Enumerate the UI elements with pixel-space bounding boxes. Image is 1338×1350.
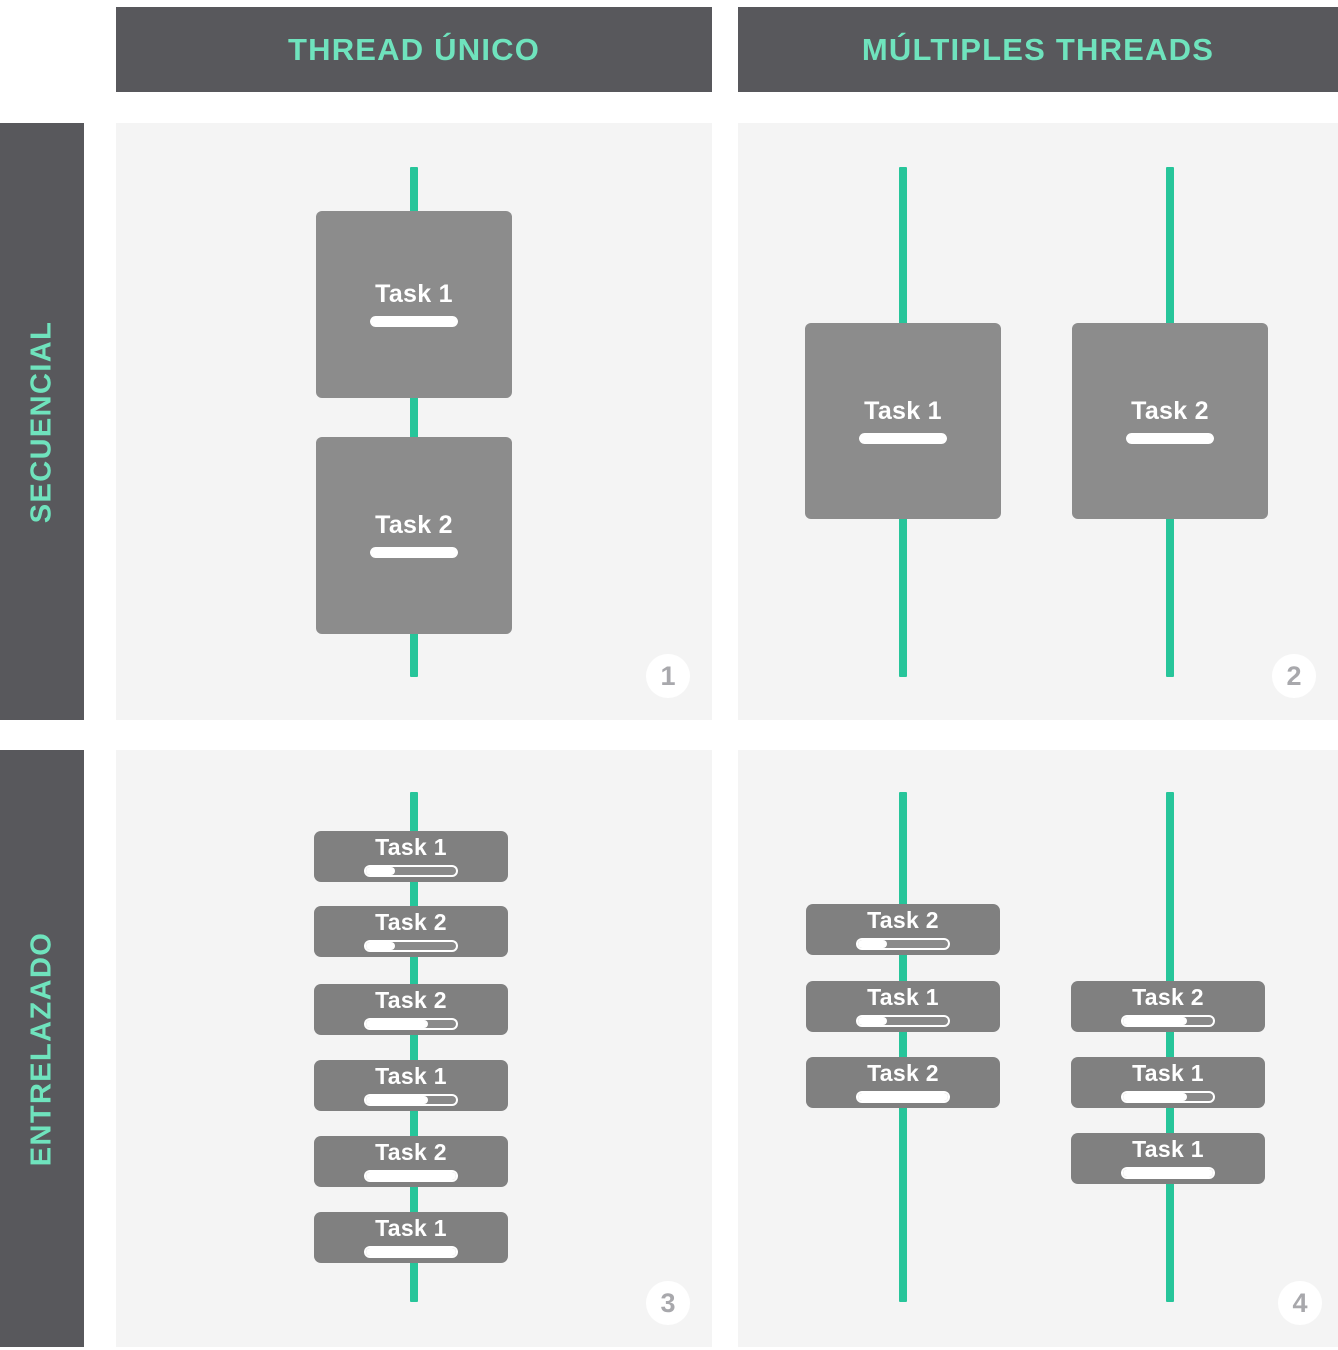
task-progress-bar	[364, 1018, 458, 1030]
task-label: Task 2	[375, 909, 447, 935]
task-progress-fill	[1123, 1017, 1187, 1025]
task-progress-bar	[364, 1170, 458, 1182]
thread-line	[410, 167, 418, 677]
task-progress-bar	[856, 938, 950, 950]
task-progress-fill	[1123, 1169, 1213, 1177]
task-progress-fill	[366, 1096, 428, 1104]
task-label: Task 2	[375, 1139, 447, 1165]
task-label: Task 2	[867, 1060, 939, 1086]
row-header-entrelazado: ENTRELAZADO	[0, 750, 84, 1347]
quadrant-panel-4: 4	[738, 750, 1338, 1347]
task-card: Task 1	[314, 1060, 508, 1111]
task-progress-fill	[366, 1020, 428, 1028]
task-box: Task 2	[316, 437, 512, 634]
row-header-secuencial: SECUENCIAL	[0, 123, 84, 720]
task-label: Task 1	[375, 1215, 447, 1241]
task-card: Task 2	[314, 1136, 508, 1187]
task-progress-bar	[856, 1015, 950, 1027]
task-label: Task 2	[867, 907, 939, 933]
column-header-thread-unico: THREAD ÚNICO	[116, 7, 712, 92]
task-box: Task 1	[316, 211, 512, 398]
task-progress-fill	[366, 867, 395, 875]
task-progress-track	[858, 1017, 948, 1025]
task-progress-bar	[364, 940, 458, 952]
task-label: Task 2	[1132, 984, 1204, 1010]
task-progress-fill	[370, 547, 458, 558]
task-box: Task 2	[1072, 323, 1268, 519]
task-label: Task 1	[375, 1063, 447, 1089]
task-card: Task 2	[1071, 981, 1265, 1032]
task-card: Task 2	[314, 984, 508, 1035]
task-progress-bar	[364, 865, 458, 877]
row-header-label: SECUENCIAL	[25, 320, 58, 523]
task-progress-fill	[366, 1172, 456, 1180]
task-label: Task 1	[864, 396, 942, 425]
task-progress-bar	[1121, 1091, 1215, 1103]
thread-line	[899, 792, 907, 1302]
task-progress-fill	[1126, 432, 1214, 444]
task-progress-bar	[370, 547, 458, 558]
quadrant-number-badge: 2	[1272, 654, 1316, 698]
thread-line	[1166, 792, 1174, 1302]
task-progress-fill	[858, 1017, 887, 1025]
thread-line	[410, 792, 418, 1302]
task-progress-bar	[859, 432, 947, 444]
task-label: Task 1	[375, 834, 447, 860]
task-progress-fill	[366, 1248, 456, 1256]
quadrant-number-badge: 1	[646, 654, 690, 698]
task-card: Task 1	[1071, 1133, 1265, 1184]
task-progress-fill	[366, 942, 395, 950]
quadrant-number-badge: 4	[1278, 1281, 1322, 1325]
column-header-multiples-threads: MÚLTIPLES THREADS	[738, 7, 1338, 92]
task-progress-fill	[858, 940, 887, 948]
task-card: Task 2	[806, 1057, 1000, 1108]
task-progress-fill	[1123, 1093, 1187, 1101]
task-progress-track	[858, 940, 948, 948]
task-progress-bar	[1126, 432, 1214, 444]
task-card: Task 1	[806, 981, 1000, 1032]
quadrant-number-badge: 3	[646, 1281, 690, 1325]
task-box: Task 1	[805, 323, 1001, 519]
task-progress-bar	[1121, 1015, 1215, 1027]
task-label: Task 2	[375, 511, 453, 539]
column-header-label: MÚLTIPLES THREADS	[861, 31, 1215, 67]
task-label: Task 1	[867, 984, 939, 1010]
task-progress-fill	[858, 1093, 948, 1101]
task-card: Task 1	[1071, 1057, 1265, 1108]
task-progress-bar	[364, 1246, 458, 1258]
task-card: Task 1	[314, 831, 508, 882]
task-card: Task 2	[314, 906, 508, 957]
task-progress-bar	[364, 1094, 458, 1106]
task-progress-track	[366, 942, 456, 950]
task-progress-fill	[370, 316, 458, 327]
task-card: Task 2	[806, 904, 1000, 955]
row-header-label: ENTRELAZADO	[25, 931, 58, 1166]
task-label: Task 1	[375, 280, 453, 308]
task-progress-bar	[856, 1091, 950, 1103]
task-label: Task 1	[1132, 1136, 1204, 1162]
task-progress-track	[366, 867, 456, 875]
task-progress-bar	[370, 316, 458, 327]
task-progress-bar	[1121, 1167, 1215, 1179]
column-header-label: THREAD ÚNICO	[287, 31, 541, 67]
task-label: Task 2	[1131, 396, 1209, 425]
task-progress-fill	[859, 432, 947, 444]
task-label: Task 1	[1132, 1060, 1204, 1086]
task-card: Task 1	[314, 1212, 508, 1263]
task-label: Task 2	[375, 987, 447, 1013]
